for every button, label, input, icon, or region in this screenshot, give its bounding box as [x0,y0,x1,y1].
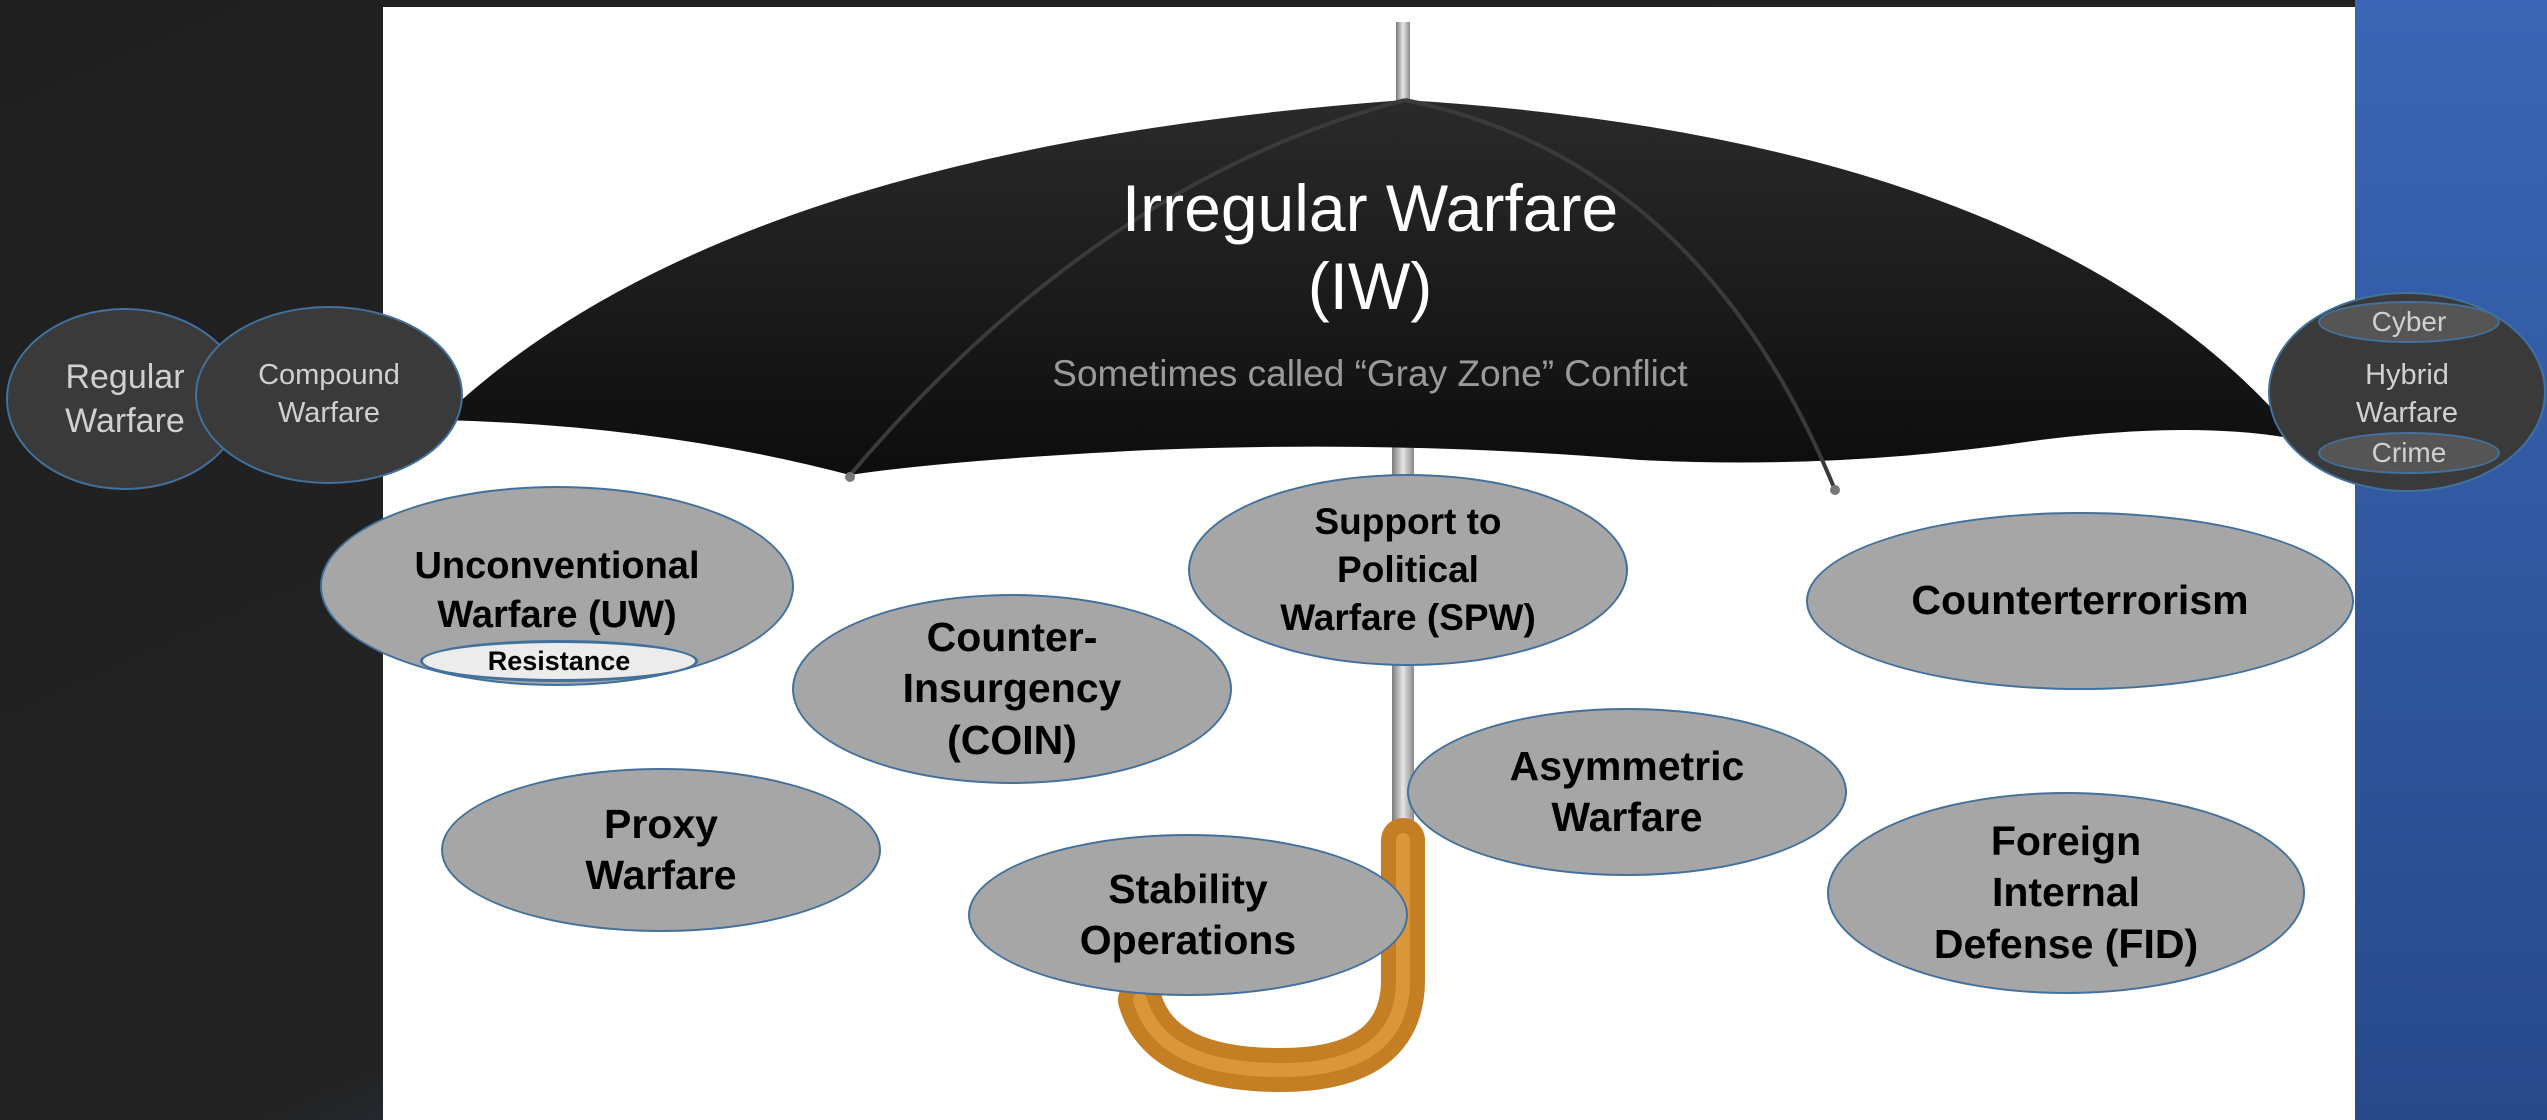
spw-line-2: Political [1337,548,1479,590]
compound-warfare-line-1: Compound [258,359,400,392]
stability-line-1: Stability [1108,865,1268,912]
canopy-rib-right [1404,98,1837,491]
regular-warfare-line-1: Regular [65,357,185,396]
compound-warfare-line-2: Warfare [277,397,381,429]
crime-oval: Crime [2318,432,2500,474]
regular-warfare-oval: Regular Warfare [6,308,244,490]
foreign-internal-defense-oval: Foreign Internal Defense (FID) [1827,792,2305,994]
spw-line-3: Warfare (SPW) [1280,597,1536,639]
umbrella-handle-highlight [1133,833,1410,1078]
uw-line-2: Warfare (UW) [437,594,677,637]
subtitle: Sometimes called “Gray Zone” Conflict [1052,353,1688,394]
right-background-panel [2355,0,2547,1120]
fid-line-3: Defense (FID) [1933,920,2199,967]
coin-line-1: Counter- [926,614,1098,661]
regular-warfare-line-2: Warfare [65,402,185,440]
canopy-tip-left [845,472,855,482]
proxy-line-2: Warfare [585,852,737,898]
umbrella-canopy [440,100,2300,475]
title: Irregular Warfare (IW) [1030,170,1710,326]
support-political-warfare-oval: Support to Political Warfare (SPW) [1188,474,1628,666]
asym-line-2: Warfare [1551,794,1703,840]
title-line-2: (IW) [1307,248,1433,323]
canopy-rib-left [848,98,1406,477]
uw-line-1: Unconventional [414,545,700,587]
counterinsurgency-oval: Counter- Insurgency (COIN) [792,594,1232,784]
coin-line-3: (COIN) [947,716,1077,763]
compound-warfare-oval: Compound Warfare [195,306,463,484]
stability-operations-oval: Stability Operations [968,834,1408,996]
title-line-1: Irregular Warfare [1121,171,1619,245]
counterterrorism-oval: Counterterrorism [1806,512,2354,690]
coin-line-2: Insurgency [902,665,1122,712]
hybrid-warfare-line-2: Warfare [2355,397,2459,429]
umbrella-tip [1396,22,1410,112]
proxy-line-1: Proxy [604,800,718,847]
asymmetric-warfare-oval: Asymmetric Warfare [1407,708,1847,876]
spw-line-1: Support to [1314,500,1502,542]
fid-line-1: Foreign [1990,818,2142,865]
fid-line-2: Internal [1991,869,2141,916]
canopy-tip-right [1830,485,1840,495]
hybrid-warfare-line-1: Hybrid [2365,359,2449,392]
resistance-oval: Resistance [420,640,698,682]
asym-line-1: Asymmetric [1509,742,1745,789]
proxy-warfare-oval: Proxy Warfare [441,768,881,932]
ct-line-1: Counterterrorism [1911,577,2249,624]
cyber-oval: Cyber [2318,301,2500,343]
stability-line-2: Operations [1079,917,1297,963]
